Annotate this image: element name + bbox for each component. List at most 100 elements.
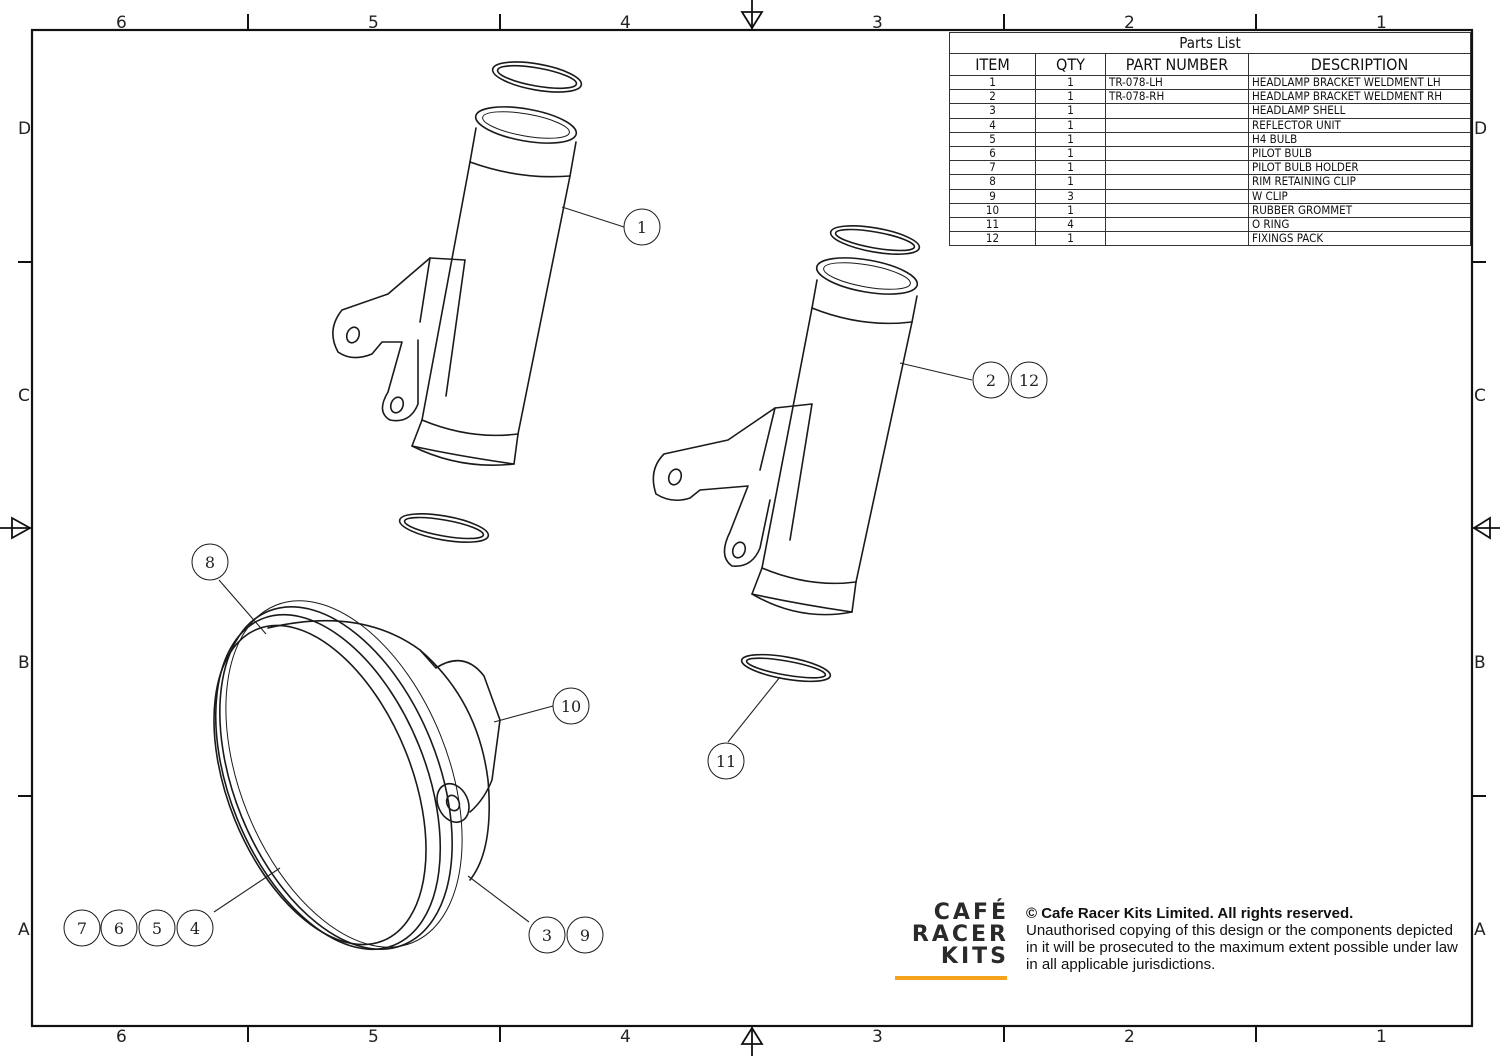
description-cell: PILOT BULB HOLDER (1248, 160, 1471, 176)
item-cell: 11 (949, 217, 1036, 233)
part-number-cell: TR-078-LH (1105, 74, 1249, 91)
logo-line-2: RACER (911, 922, 1009, 947)
zone-col-top-5: 5 (368, 13, 379, 33)
description-cell: FIXINGS PACK (1248, 231, 1471, 247)
copyright-line: © Cafe Racer Kits Limited. All rights re… (1026, 905, 1354, 922)
cafe-racer-kits-logo: CAFÉ RACER KITS (893, 900, 1009, 980)
zone-col-top-2: 2 (1124, 13, 1135, 33)
description-cell: HEADLAMP SHELL (1248, 103, 1471, 119)
description-cell: HEADLAMP BRACKET WELDMENT LH (1248, 74, 1471, 91)
description-cell: RIM RETAINING CLIP (1248, 174, 1471, 190)
balloon-10: 10 (561, 697, 581, 716)
zone-col-bottom-1: 1 (1376, 1027, 1387, 1047)
part-number-cell (1105, 131, 1249, 148)
logo-accent-bar (895, 976, 1007, 980)
zone-row-right-D: D (1474, 119, 1487, 139)
balloon-3: 3 (542, 926, 552, 945)
zone-col-bottom-2: 2 (1124, 1027, 1135, 1047)
leader-lines (213, 206, 973, 923)
part-number-cell (1105, 188, 1249, 204)
zone-row-right-C: C (1474, 386, 1486, 406)
description-cell: PILOT BULB (1248, 146, 1471, 162)
bracket-lh (332, 61, 583, 543)
qty-cell: 1 (1035, 160, 1106, 176)
part-number-cell (1105, 174, 1249, 190)
qty-cell: 1 (1035, 103, 1106, 119)
col-header-qty: QTY (1035, 53, 1106, 76)
balloon-5: 5 (152, 919, 162, 938)
item-cell: 5 (949, 131, 1036, 148)
col-header-item: ITEM (949, 53, 1036, 76)
item-cell: 3 (949, 103, 1036, 119)
headlamp-assembly (213, 600, 501, 951)
description-cell: RUBBER GROMMET (1248, 202, 1471, 219)
item-cell: 10 (949, 202, 1036, 219)
zone-col-top-1: 1 (1376, 13, 1387, 33)
part-number-cell (1105, 146, 1249, 162)
parts-list-title: Parts List (949, 32, 1471, 54)
balloon-4: 4 (190, 919, 200, 938)
part-number-cell (1105, 202, 1249, 219)
item-cell: 9 (949, 188, 1036, 204)
item-cell: 8 (949, 174, 1036, 190)
col-header-part-number: PART NUMBER (1105, 53, 1249, 76)
qty-cell: 3 (1035, 188, 1106, 204)
qty-cell: 1 (1035, 202, 1106, 219)
qty-cell: 1 (1035, 231, 1106, 247)
zone-col-top-3: 3 (872, 13, 883, 33)
description-cell: REFLECTOR UNIT (1248, 117, 1471, 133)
zone-col-top-4: 4 (620, 13, 631, 33)
item-cell: 4 (949, 117, 1036, 133)
balloon-11: 11 (716, 752, 736, 771)
logo-line-3: KITS (940, 944, 1009, 969)
description-cell: HEADLAMP BRACKET WELDMENT RH (1248, 89, 1471, 105)
zone-row-left-B: B (18, 653, 30, 673)
qty-cell: 1 (1035, 117, 1106, 133)
zone-row-left-D: D (18, 119, 31, 139)
part-number-cell (1105, 117, 1249, 133)
zone-ticks (18, 14, 1486, 1042)
bracket-rh (652, 225, 921, 683)
col-header-description: DESCRIPTION (1248, 53, 1471, 76)
part-number-cell: TR-078-RH (1105, 89, 1249, 105)
qty-cell: 1 (1035, 146, 1106, 162)
item-cell: 1 (949, 74, 1036, 91)
zone-col-bottom-3: 3 (872, 1027, 883, 1047)
qty-cell: 1 (1035, 74, 1106, 91)
item-cell: 6 (949, 146, 1036, 162)
description-cell: H4 BULB (1248, 131, 1471, 148)
item-cell: 2 (949, 89, 1036, 105)
zone-row-right-A: A (1474, 920, 1486, 940)
parts-list-table: Parts List ITEM QTY PART NUMBER DESCRIPT… (949, 32, 1471, 247)
zone-row-left-C: C (18, 386, 30, 406)
description-cell: O RING (1248, 217, 1471, 233)
qty-cell: 4 (1035, 217, 1106, 233)
balloon-1: 1 (637, 218, 647, 237)
zone-row-right-B: B (1474, 653, 1486, 673)
qty-cell: 1 (1035, 89, 1106, 105)
balloon-6: 6 (114, 919, 124, 938)
logo-line-1: CAFÉ (933, 900, 1009, 925)
item-cell: 7 (949, 160, 1036, 176)
item-cell: 12 (949, 231, 1036, 247)
part-number-cell (1105, 217, 1249, 233)
description-cell: W CLIP (1248, 188, 1471, 204)
copyright-notice: © Cafe Racer Kits Limited. All rights re… (1026, 905, 1466, 973)
balloon-2: 2 (986, 371, 996, 390)
part-number-cell (1105, 160, 1249, 176)
balloons: 1 2 12 8 10 11 7 6 5 4 3 9 (63, 208, 1048, 954)
